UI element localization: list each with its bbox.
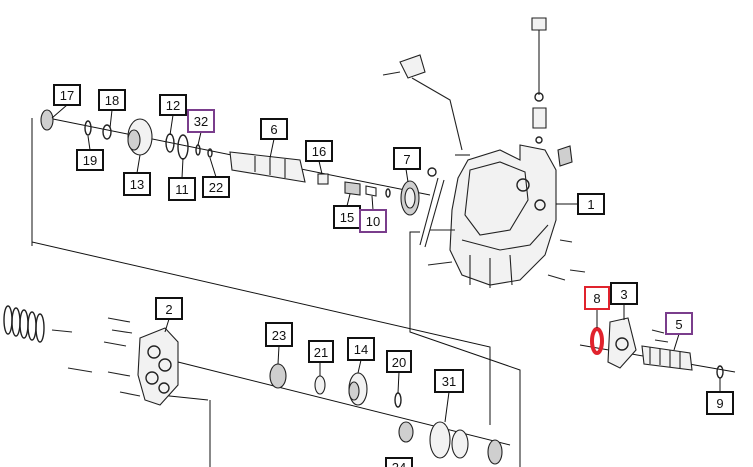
callout-18[interactable]: 18 <box>98 89 126 111</box>
callout-22-label: 22 <box>209 180 223 195</box>
callout-19[interactable]: 19 <box>76 149 104 171</box>
callout-23-label: 23 <box>272 328 286 343</box>
callout-10-label: 10 <box>366 214 380 229</box>
callout-31[interactable]: 31 <box>434 369 464 393</box>
callout-14[interactable]: 14 <box>347 337 375 361</box>
callout-12[interactable]: 12 <box>159 94 187 116</box>
callout-23[interactable]: 23 <box>265 322 293 347</box>
callout-9[interactable]: 9 <box>706 391 734 415</box>
callout-24[interactable]: 24 <box>385 457 413 467</box>
callout-6-label: 6 <box>270 122 277 137</box>
callout-22[interactable]: 22 <box>202 176 230 198</box>
callout-14-label: 14 <box>354 342 368 357</box>
callout-7-label: 7 <box>403 152 410 167</box>
callout-5-label: 5 <box>675 317 682 332</box>
callout-12-label: 12 <box>166 98 180 113</box>
callout-10[interactable]: 10 <box>359 209 387 233</box>
callouts: 17 18 19 12 32 13 11 22 6 16 15 10 7 1 3… <box>53 84 734 467</box>
lower-gear-assembly <box>3 305 511 465</box>
callout-11[interactable]: 11 <box>168 177 196 201</box>
callout-6[interactable]: 6 <box>260 118 288 140</box>
callout-17-label: 17 <box>60 88 74 103</box>
transmission-housing <box>382 17 586 288</box>
callout-20-label: 20 <box>392 355 406 370</box>
callout-leader-lines <box>51 104 721 423</box>
callout-21-label: 21 <box>314 345 328 360</box>
callout-18-label: 18 <box>105 93 119 108</box>
callout-24-label: 24 <box>392 460 406 467</box>
callout-11-label: 11 <box>175 182 189 197</box>
callout-16-label: 16 <box>312 144 326 159</box>
callout-15[interactable]: 15 <box>333 205 361 229</box>
callout-2[interactable]: 2 <box>155 297 183 320</box>
callout-31-label: 31 <box>442 374 456 389</box>
callout-8-label: 8 <box>593 291 600 306</box>
callout-1-label: 1 <box>587 197 594 212</box>
output-shaft-assembly <box>590 317 724 379</box>
callout-32[interactable]: 32 <box>187 109 215 133</box>
callout-19-label: 19 <box>83 153 97 168</box>
callout-2-label: 2 <box>165 302 172 317</box>
highlighted-seal-ring-8 <box>590 327 604 355</box>
callout-32-label: 32 <box>194 114 208 129</box>
callout-9-label: 9 <box>716 396 723 411</box>
callout-16[interactable]: 16 <box>305 140 333 162</box>
callout-3[interactable]: 3 <box>610 282 638 305</box>
callout-7[interactable]: 7 <box>393 147 421 170</box>
callout-13-label: 13 <box>130 177 144 192</box>
callout-15-label: 15 <box>340 210 354 225</box>
callout-5[interactable]: 5 <box>665 312 693 335</box>
callout-17[interactable]: 17 <box>53 84 81 106</box>
callout-1[interactable]: 1 <box>577 193 605 215</box>
callout-8[interactable]: 8 <box>584 286 610 310</box>
selector-rod <box>419 167 445 248</box>
callout-3-label: 3 <box>620 287 627 302</box>
callout-13[interactable]: 13 <box>123 172 151 196</box>
callout-20[interactable]: 20 <box>386 350 412 373</box>
callout-21[interactable]: 21 <box>308 340 334 363</box>
